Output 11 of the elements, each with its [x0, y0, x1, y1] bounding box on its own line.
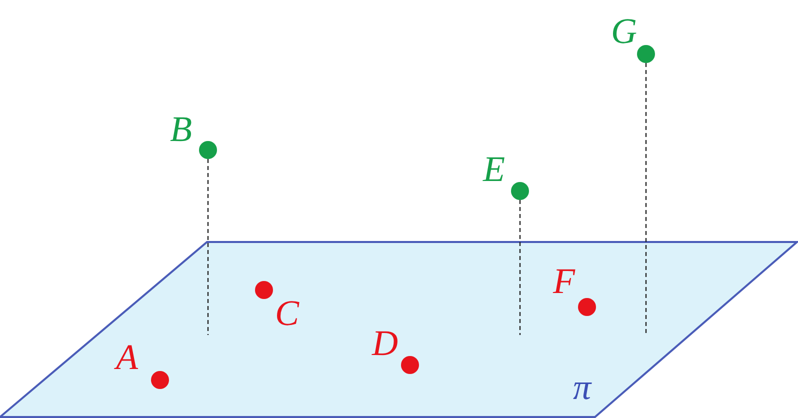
point-label: A: [116, 338, 138, 376]
point-label: D: [372, 324, 398, 362]
point-label: E: [483, 150, 505, 188]
point-label: F: [553, 262, 575, 300]
plane-label: π: [573, 368, 592, 406]
point-label: G: [611, 12, 637, 50]
point-label: B: [170, 110, 192, 148]
drop-line: [207, 159, 209, 335]
point-label: C: [275, 294, 300, 332]
drop-line: [519, 200, 521, 335]
drop-line: [645, 63, 647, 335]
